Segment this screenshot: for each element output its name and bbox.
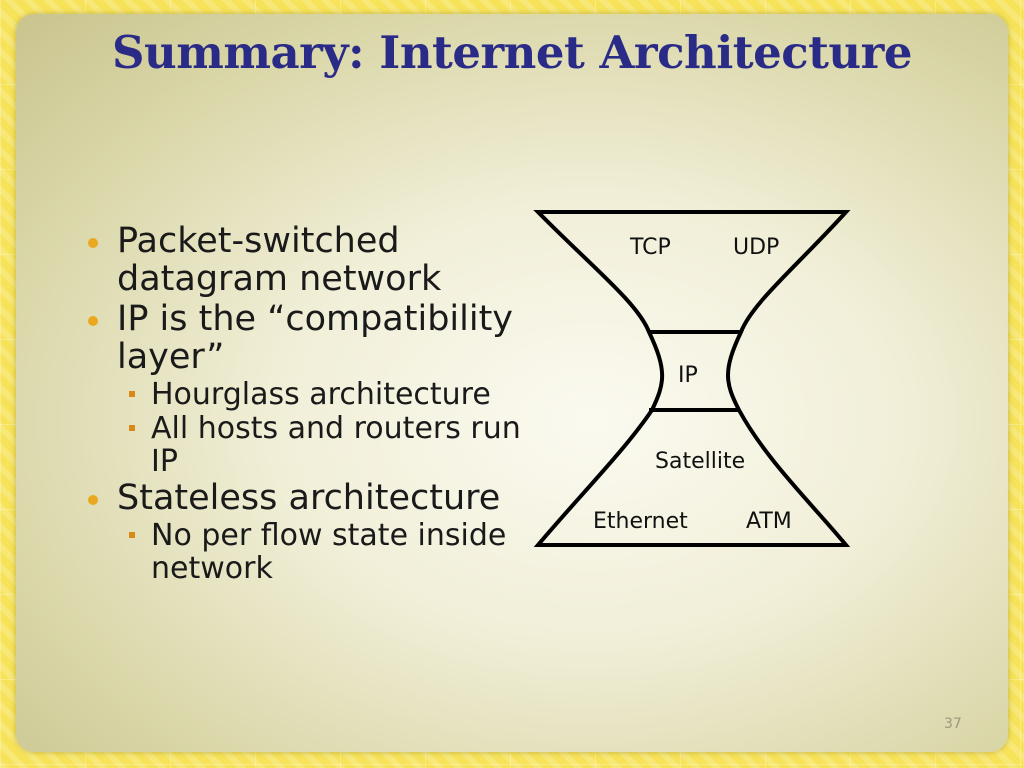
sub-bullet-square-icon	[129, 425, 135, 431]
bullet-text: IP is the “compatibility layer”	[117, 299, 514, 377]
sub-bullet-item: Hourglass architecture	[86, 378, 536, 411]
hourglass-diagram: TCP UDP IP Satellite Ethernet ATM	[530, 205, 855, 555]
sub-bullet-text: No per flow state inside network	[151, 518, 507, 586]
atm-label: ATM	[746, 509, 792, 534]
sub-bullet-item: All hosts and routers run IP	[86, 412, 536, 478]
bullet-dot-icon	[88, 238, 98, 248]
bullet-item: IP is the “compatibility layer”	[86, 300, 536, 376]
slide-background	[16, 14, 1008, 752]
satellite-label: Satellite	[655, 449, 746, 474]
bullet-list: Packet-switched datagram network IP is t…	[86, 222, 536, 586]
bullet-text: Packet-switched datagram network	[117, 221, 442, 299]
sub-bullet-text: Hourglass architecture	[151, 377, 491, 412]
hourglass-shape	[533, 210, 851, 547]
ip-label: IP	[678, 363, 698, 388]
slide-title: Summary: Internet Architecture	[112, 26, 912, 79]
sub-bullet-square-icon	[129, 391, 135, 397]
sub-bullet-item: No per flow state inside network	[86, 519, 536, 585]
bullet-item: Packet-switched datagram network	[86, 222, 536, 298]
bullet-dot-icon	[88, 495, 98, 505]
sub-bullet-square-icon	[129, 532, 135, 538]
hourglass-outline	[533, 210, 851, 547]
bullet-text: Stateless architecture	[117, 478, 501, 518]
udp-label: UDP	[733, 235, 780, 260]
sub-bullet-text: All hosts and routers run IP	[151, 411, 521, 479]
page-number: 37	[944, 716, 962, 732]
bullet-dot-icon	[88, 316, 98, 326]
bullet-item: Stateless architecture	[86, 479, 536, 517]
tcp-label: TCP	[630, 235, 671, 260]
ethernet-label: Ethernet	[593, 509, 688, 534]
